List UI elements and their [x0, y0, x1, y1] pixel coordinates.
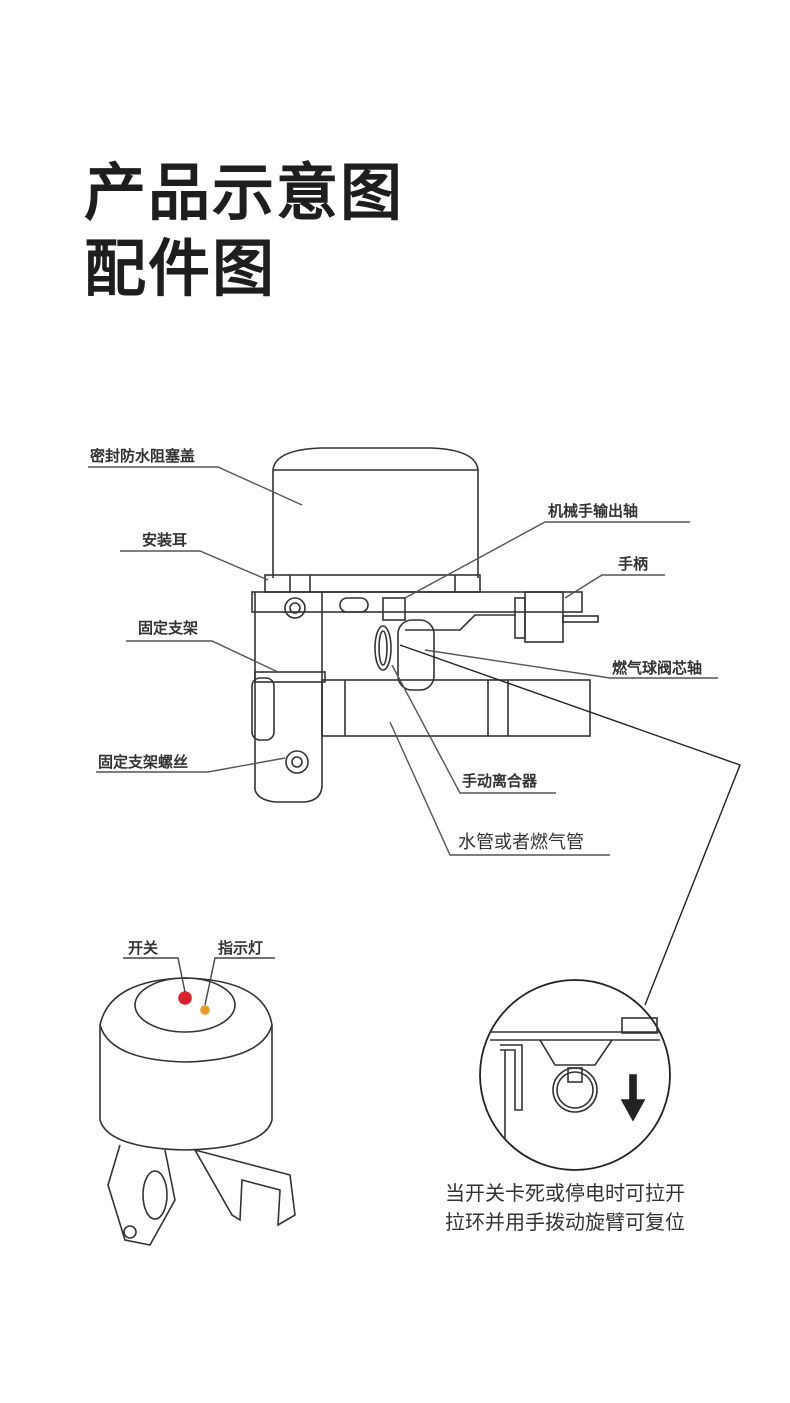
- label-ear: 安装耳: [142, 531, 187, 549]
- note-line2: 拉环并用手拨动旋臂可复位: [445, 1210, 685, 1234]
- page-title-line2: 配件图: [84, 232, 277, 305]
- label-valve-shaft: 燃气球阀芯轴: [612, 659, 702, 677]
- device-perspective-drawing: [99, 977, 296, 1246]
- indicator-light: [200, 1005, 210, 1015]
- label-switch: 开关: [128, 939, 158, 957]
- switch-button[interactable]: [178, 991, 192, 1005]
- label-pipe: 水管或者燃气管: [458, 832, 584, 853]
- label-cap: 密封防水阻塞盖: [90, 447, 195, 465]
- valve-assembly-drawing: [251, 447, 599, 803]
- pull-ring-detail: [479, 979, 671, 1171]
- page-title-line1: 产品示意图: [84, 156, 405, 229]
- arrow-down-icon: [620, 1074, 646, 1122]
- label-indicator: 指示灯: [218, 939, 263, 957]
- label-clutch: 手动离合器: [462, 772, 538, 790]
- label-bracket: 固定支架: [138, 619, 198, 637]
- label-handle: 手柄: [618, 555, 648, 573]
- note-line1: 当开关卡死或停电时可拉开: [445, 1181, 685, 1205]
- leader-lines: [88, 466, 741, 1006]
- label-output-shaft: 机械手输出轴: [548, 502, 638, 520]
- label-bracket-screw: 固定支架螺丝: [98, 753, 188, 771]
